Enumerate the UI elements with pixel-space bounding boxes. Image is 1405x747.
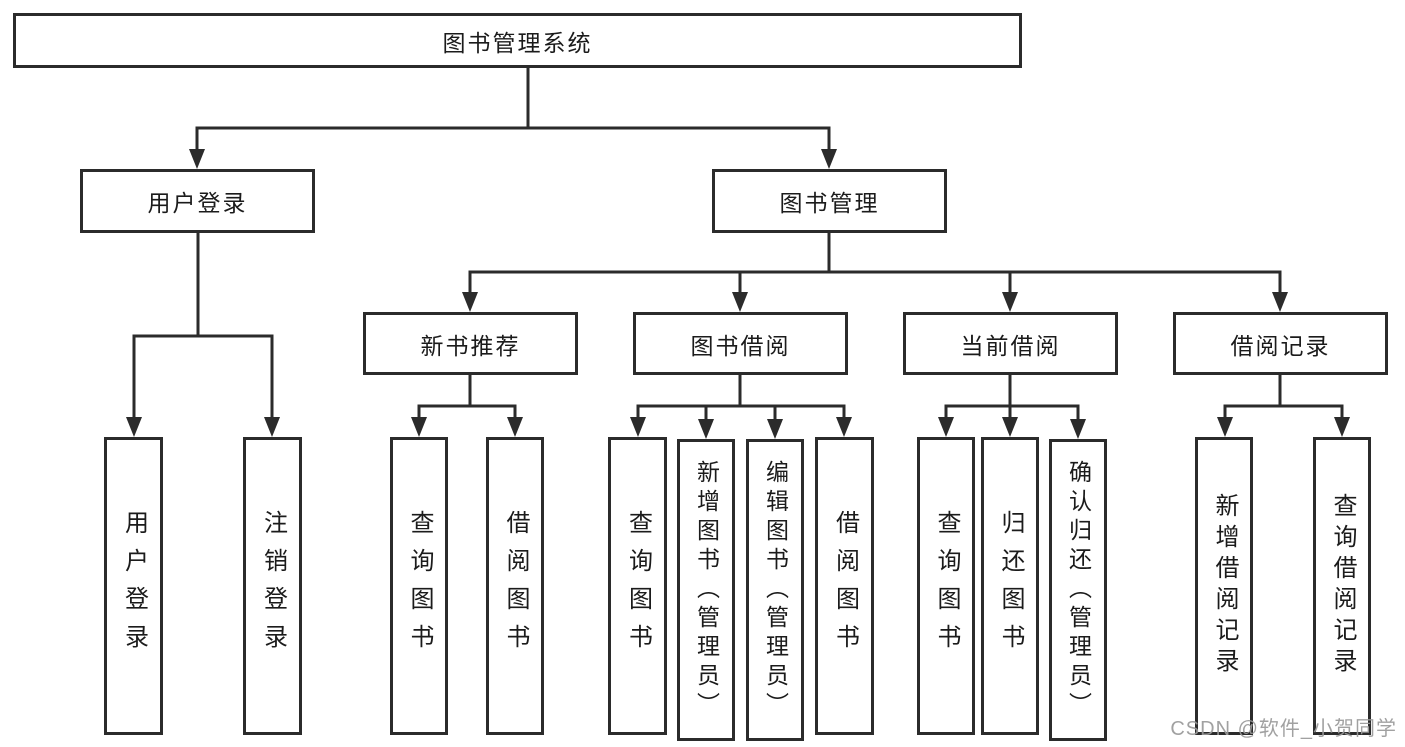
node-current-borrow: 当前借阅: [903, 312, 1118, 375]
leaf-return-books: 归还图书: [981, 437, 1039, 735]
leaf-query-books: 查询图书: [917, 437, 975, 735]
leaf-logout: 注销登录: [243, 437, 302, 735]
node-new-book-recommend: 新书推荐: [363, 312, 578, 375]
node-book-management: 图书管理: [712, 169, 947, 233]
node-user-login: 用户登录: [80, 169, 315, 233]
leaf-add-borrow-record: 新增借阅记录: [1195, 437, 1253, 735]
leaf-query-borrow-record: 查询借阅记录: [1313, 437, 1371, 735]
leaf-borrow-books: 借阅图书: [486, 437, 544, 735]
leaf-add-books-admin: 新增图书（管理员）: [677, 439, 735, 741]
leaf-query-books: 查询图书: [608, 437, 667, 735]
leaf-user-login: 用户登录: [104, 437, 163, 735]
leaf-query-books: 查询图书: [390, 437, 448, 735]
leaf-confirm-return-admin: 确认归还（管理员）: [1049, 439, 1107, 741]
leaf-borrow-books: 借阅图书: [815, 437, 874, 735]
leaf-edit-books-admin: 编辑图书（管理员）: [746, 439, 804, 741]
node-book-borrow: 图书借阅: [633, 312, 848, 375]
watermark: CSDN @软件_小贺同学: [1170, 718, 1397, 740]
node-root: 图书管理系统: [13, 13, 1022, 68]
node-borrow-records: 借阅记录: [1173, 312, 1388, 375]
